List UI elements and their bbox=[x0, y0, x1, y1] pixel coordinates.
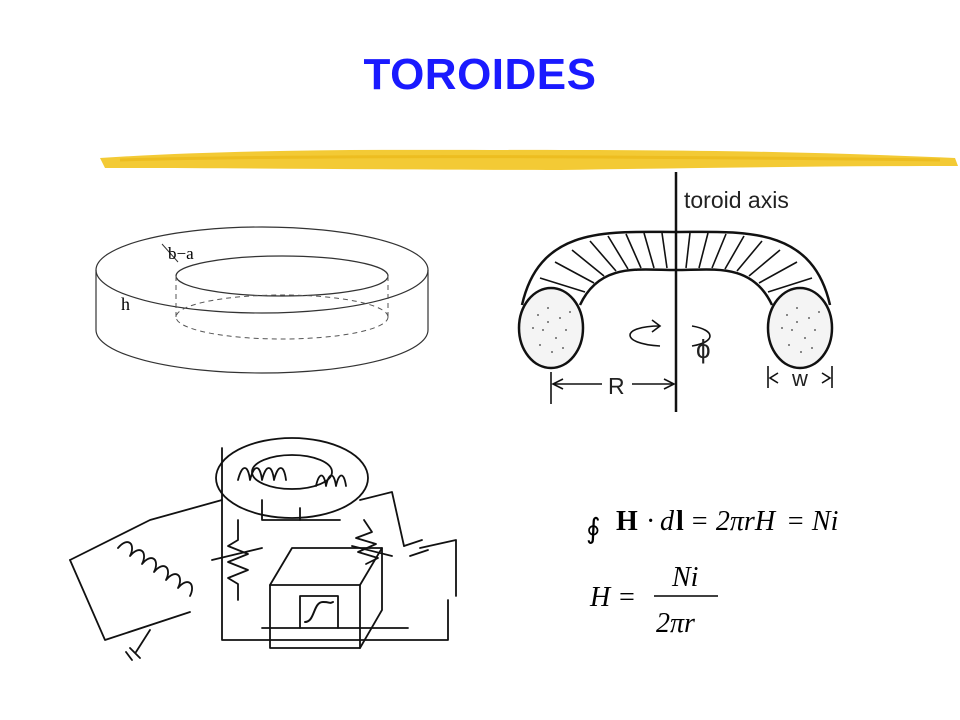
ampere-middle-term: = 2πrH bbox=[690, 506, 777, 537]
h-formula-numerator: Ni bbox=[671, 562, 698, 593]
winding-lines bbox=[539, 232, 813, 293]
toroid-axis-label: toroid axis bbox=[684, 187, 789, 213]
ring-height-label: h bbox=[121, 294, 130, 314]
h-formula-lhs: H = bbox=[589, 582, 636, 613]
contour-integral-symbol: ∮ bbox=[586, 514, 601, 545]
slide-title: TOROIDES bbox=[363, 50, 597, 99]
width-label: w bbox=[791, 366, 808, 391]
ring-thickness-label: b−a bbox=[168, 244, 194, 263]
radius-label: R bbox=[608, 373, 625, 399]
phi-label: ϕ bbox=[696, 334, 711, 364]
h-formula-denominator: 2πr bbox=[656, 608, 695, 639]
ampere-l: l bbox=[676, 506, 684, 537]
ampere-d: d bbox=[660, 506, 675, 537]
ampere-H: H bbox=[616, 506, 638, 537]
ampere-right-term: = Ni bbox=[786, 506, 838, 537]
ampere-dot: · bbox=[646, 506, 655, 537]
